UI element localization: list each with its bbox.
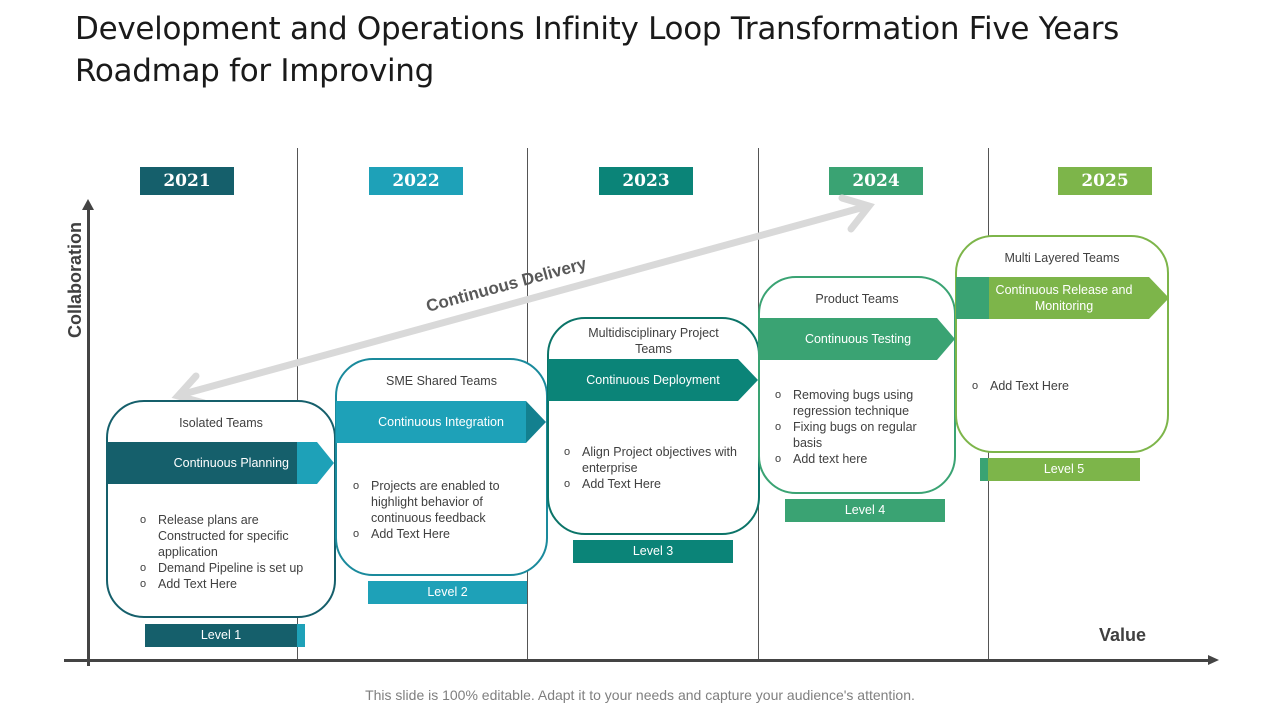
stage-card-2023: Multidisciplinary Project Teams: [547, 317, 760, 535]
y-axis-line: [87, 208, 90, 666]
footer-note: This slide is 100% editable. Adapt it to…: [365, 687, 915, 703]
level-badge-4: Level 4: [785, 499, 945, 522]
bullet-item: Demand Pipeline is set up: [140, 560, 320, 576]
x-axis-arrowhead-icon: [1208, 655, 1219, 665]
level-badge-5: Level 5: [988, 458, 1140, 481]
bullet-item: Release plans are Constructed for specif…: [140, 512, 320, 560]
level-badge-accent: [297, 624, 305, 647]
practice-band-connector: [297, 442, 317, 484]
chevron-right-icon: [1149, 277, 1169, 319]
x-axis-label: Value: [1098, 625, 1147, 645]
bullet-item: Add Text Here: [353, 526, 523, 542]
year-badge-2023: 2023: [599, 167, 693, 195]
stage-bullets-2024: Removing bugs using regression technique…: [775, 387, 940, 467]
practice-band-integration: Continuous Integration: [336, 401, 526, 443]
practice-label: Continuous Testing: [804, 332, 912, 346]
chevron-right-icon: [526, 401, 546, 443]
stage-bullets-2023: Align Project objectives with enterprise…: [564, 444, 739, 492]
year-badge-2021: 2021: [140, 167, 234, 195]
stage-bullets-2025: Add Text Here: [972, 378, 1147, 394]
level-badge-1: Level 1: [145, 624, 297, 647]
year-badge-2022: 2022: [369, 167, 463, 195]
bullet-item: Removing bugs using regression technique: [775, 387, 940, 419]
bullet-item: Add Text Here: [972, 378, 1147, 394]
practice-band-release: Continuous Release and Monitoring: [989, 277, 1149, 319]
bullet-item: Add Text Here: [564, 476, 739, 492]
year-badge-2024: 2024: [829, 167, 923, 195]
practice-band-deployment: Continuous Deployment: [548, 359, 738, 401]
chevron-right-icon: [317, 442, 334, 484]
team-label: Isolated Teams: [179, 416, 263, 430]
delivery-arrow-shaft: [176, 202, 872, 399]
stage-bullets-2022: Projects are enabled to highlight behavi…: [353, 478, 523, 542]
bullet-item: Add text here: [775, 451, 940, 467]
stage-card-2022: SME Shared Teams: [335, 358, 548, 576]
practice-label: Continuous Deployment: [586, 373, 720, 387]
practice-label: Continuous Planning: [173, 456, 289, 470]
chevron-right-icon: [937, 318, 955, 360]
bullet-item: Add Text Here: [140, 576, 320, 592]
chevron-right-icon: [738, 359, 758, 401]
practice-band-planning: Continuous Planning: [107, 442, 297, 484]
practice-label: Continuous Integration: [378, 415, 504, 429]
bullet-item: Align Project objectives with enterprise: [564, 444, 739, 476]
y-axis-arrowhead-icon: [82, 199, 94, 210]
practice-band-testing: Continuous Testing: [759, 318, 937, 360]
practice-band-connector: [956, 277, 989, 319]
team-label: Multidisciplinary Project Teams: [588, 326, 719, 356]
stage-card-2025: Multi Layered Teams: [955, 235, 1169, 453]
practice-label: Continuous Release and Monitoring: [995, 283, 1133, 313]
level-badge-3: Level 3: [573, 540, 733, 563]
year-badge-2025: 2025: [1058, 167, 1152, 195]
stage-bullets-2021: Release plans are Constructed for specif…: [140, 512, 320, 592]
level-badge-accent: [980, 458, 988, 481]
delivery-arrow-right-head-icon: [838, 194, 875, 233]
team-label: Product Teams: [815, 292, 899, 306]
level-badge-2: Level 2: [368, 581, 527, 604]
bullet-item: Projects are enabled to highlight behavi…: [353, 478, 523, 526]
slide-title: Development and Operations Infinity Loop…: [75, 11, 1119, 89]
x-axis-line: [64, 659, 1210, 662]
bullet-item: Fixing bugs on regular basis: [775, 419, 940, 451]
team-label: SME Shared Teams: [386, 374, 497, 388]
team-label: Multi Layered Teams: [1004, 251, 1120, 265]
